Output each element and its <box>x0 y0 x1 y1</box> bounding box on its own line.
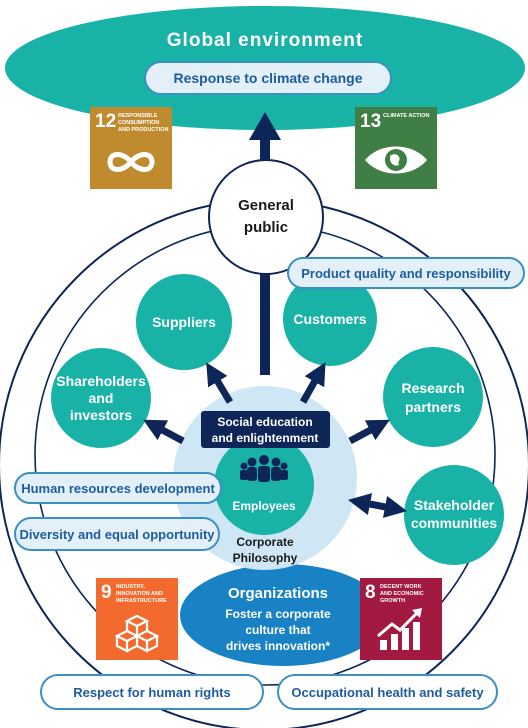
arrow-to-communities <box>347 493 408 518</box>
global-environment-title: Global environment <box>167 30 363 51</box>
customers-label: Customers <box>293 311 366 327</box>
sdg9-number: 9 <box>101 582 112 603</box>
sdg9-label: INDUSTRY, INNOVATION AND INFRASTRUCTURE <box>116 584 167 604</box>
infinity-icon <box>107 152 155 172</box>
sdg8-tile: 8 DECENT WORK AND ECONOMIC GROWTH <box>360 578 442 660</box>
arrow-to-shareholders <box>143 419 185 445</box>
social-education-line1: Social education <box>217 415 312 429</box>
sdg8-label: DECENT WORK AND ECONOMIC GROWTH <box>380 584 424 604</box>
arrow-to-research <box>348 419 390 445</box>
philosophy-line1: Corporate <box>236 535 294 549</box>
sdg12-label: RESPONSIBLE CONSUMPTION AND PRODUCTION <box>118 113 169 133</box>
research-label-1: Research <box>401 380 464 396</box>
sdg13-tile: 13 CLIMATE ACTION <box>355 107 437 189</box>
eye-earth-icon <box>365 146 427 174</box>
research-partners-node <box>383 347 483 447</box>
suppliers-node <box>136 274 232 370</box>
stakeholder-label-2: communities <box>411 515 498 531</box>
employees-node <box>214 435 314 535</box>
sdg8-number: 8 <box>365 582 376 603</box>
sdg12-tile: 12 RESPONSIBLE CONSUMPTION AND PRODUCTIO… <box>90 107 172 189</box>
arrow-to-customers <box>299 362 326 404</box>
shareholders-label-1: Shareholders <box>56 373 146 389</box>
sdg13-number: 13 <box>360 111 382 132</box>
shareholders-label-3: investors <box>70 407 132 423</box>
customers-node <box>283 272 377 366</box>
stakeholder-communities-node <box>404 465 504 565</box>
upward-arrowhead <box>249 112 281 140</box>
employees-icon <box>240 455 288 482</box>
employees-label: Employees <box>232 499 296 513</box>
social-education-box <box>201 411 330 448</box>
cubes-icon <box>114 614 160 653</box>
general-public-circle <box>208 159 324 275</box>
social-education-line2: and enlightenment <box>212 431 319 445</box>
philosophy-line2: Philosophy <box>233 551 298 565</box>
organizations-title: Organizations <box>228 585 328 602</box>
organizations-ellipse <box>180 564 386 666</box>
organizations-line2: culture that <box>245 623 310 637</box>
organizations-line3: drives innovation* <box>226 639 330 653</box>
growth-chart-icon <box>377 608 422 650</box>
health-safety-pill: Occupational health and safety <box>277 674 498 710</box>
sdg12-number: 12 <box>95 111 117 132</box>
stakeholder-label-1: Stakeholder <box>414 497 495 513</box>
general-public-line1: General <box>238 197 294 214</box>
shareholders-label-2: and <box>89 390 114 406</box>
human-rights-pill: Respect for human rights <box>40 674 264 710</box>
arrow-to-suppliers <box>206 362 234 404</box>
organizations-line1: Foster a corporate <box>225 607 331 621</box>
general-public-line2: public <box>244 219 288 236</box>
shareholders-node <box>51 348 151 448</box>
hr-development-pill: Human resources development <box>14 472 222 504</box>
suppliers-label: Suppliers <box>152 314 216 330</box>
product-quality-pill: Product quality and responsibility <box>287 257 525 289</box>
climate-change-pill: Response to climate change <box>144 61 392 95</box>
sdg9-tile: 9 INDUSTRY, INNOVATION AND INFRASTRUCTUR… <box>96 578 178 660</box>
sdg13-label: CLIMATE ACTION <box>383 113 430 119</box>
research-label-2: partners <box>405 399 461 415</box>
diversity-pill: Diversity and equal opportunity <box>14 517 220 551</box>
